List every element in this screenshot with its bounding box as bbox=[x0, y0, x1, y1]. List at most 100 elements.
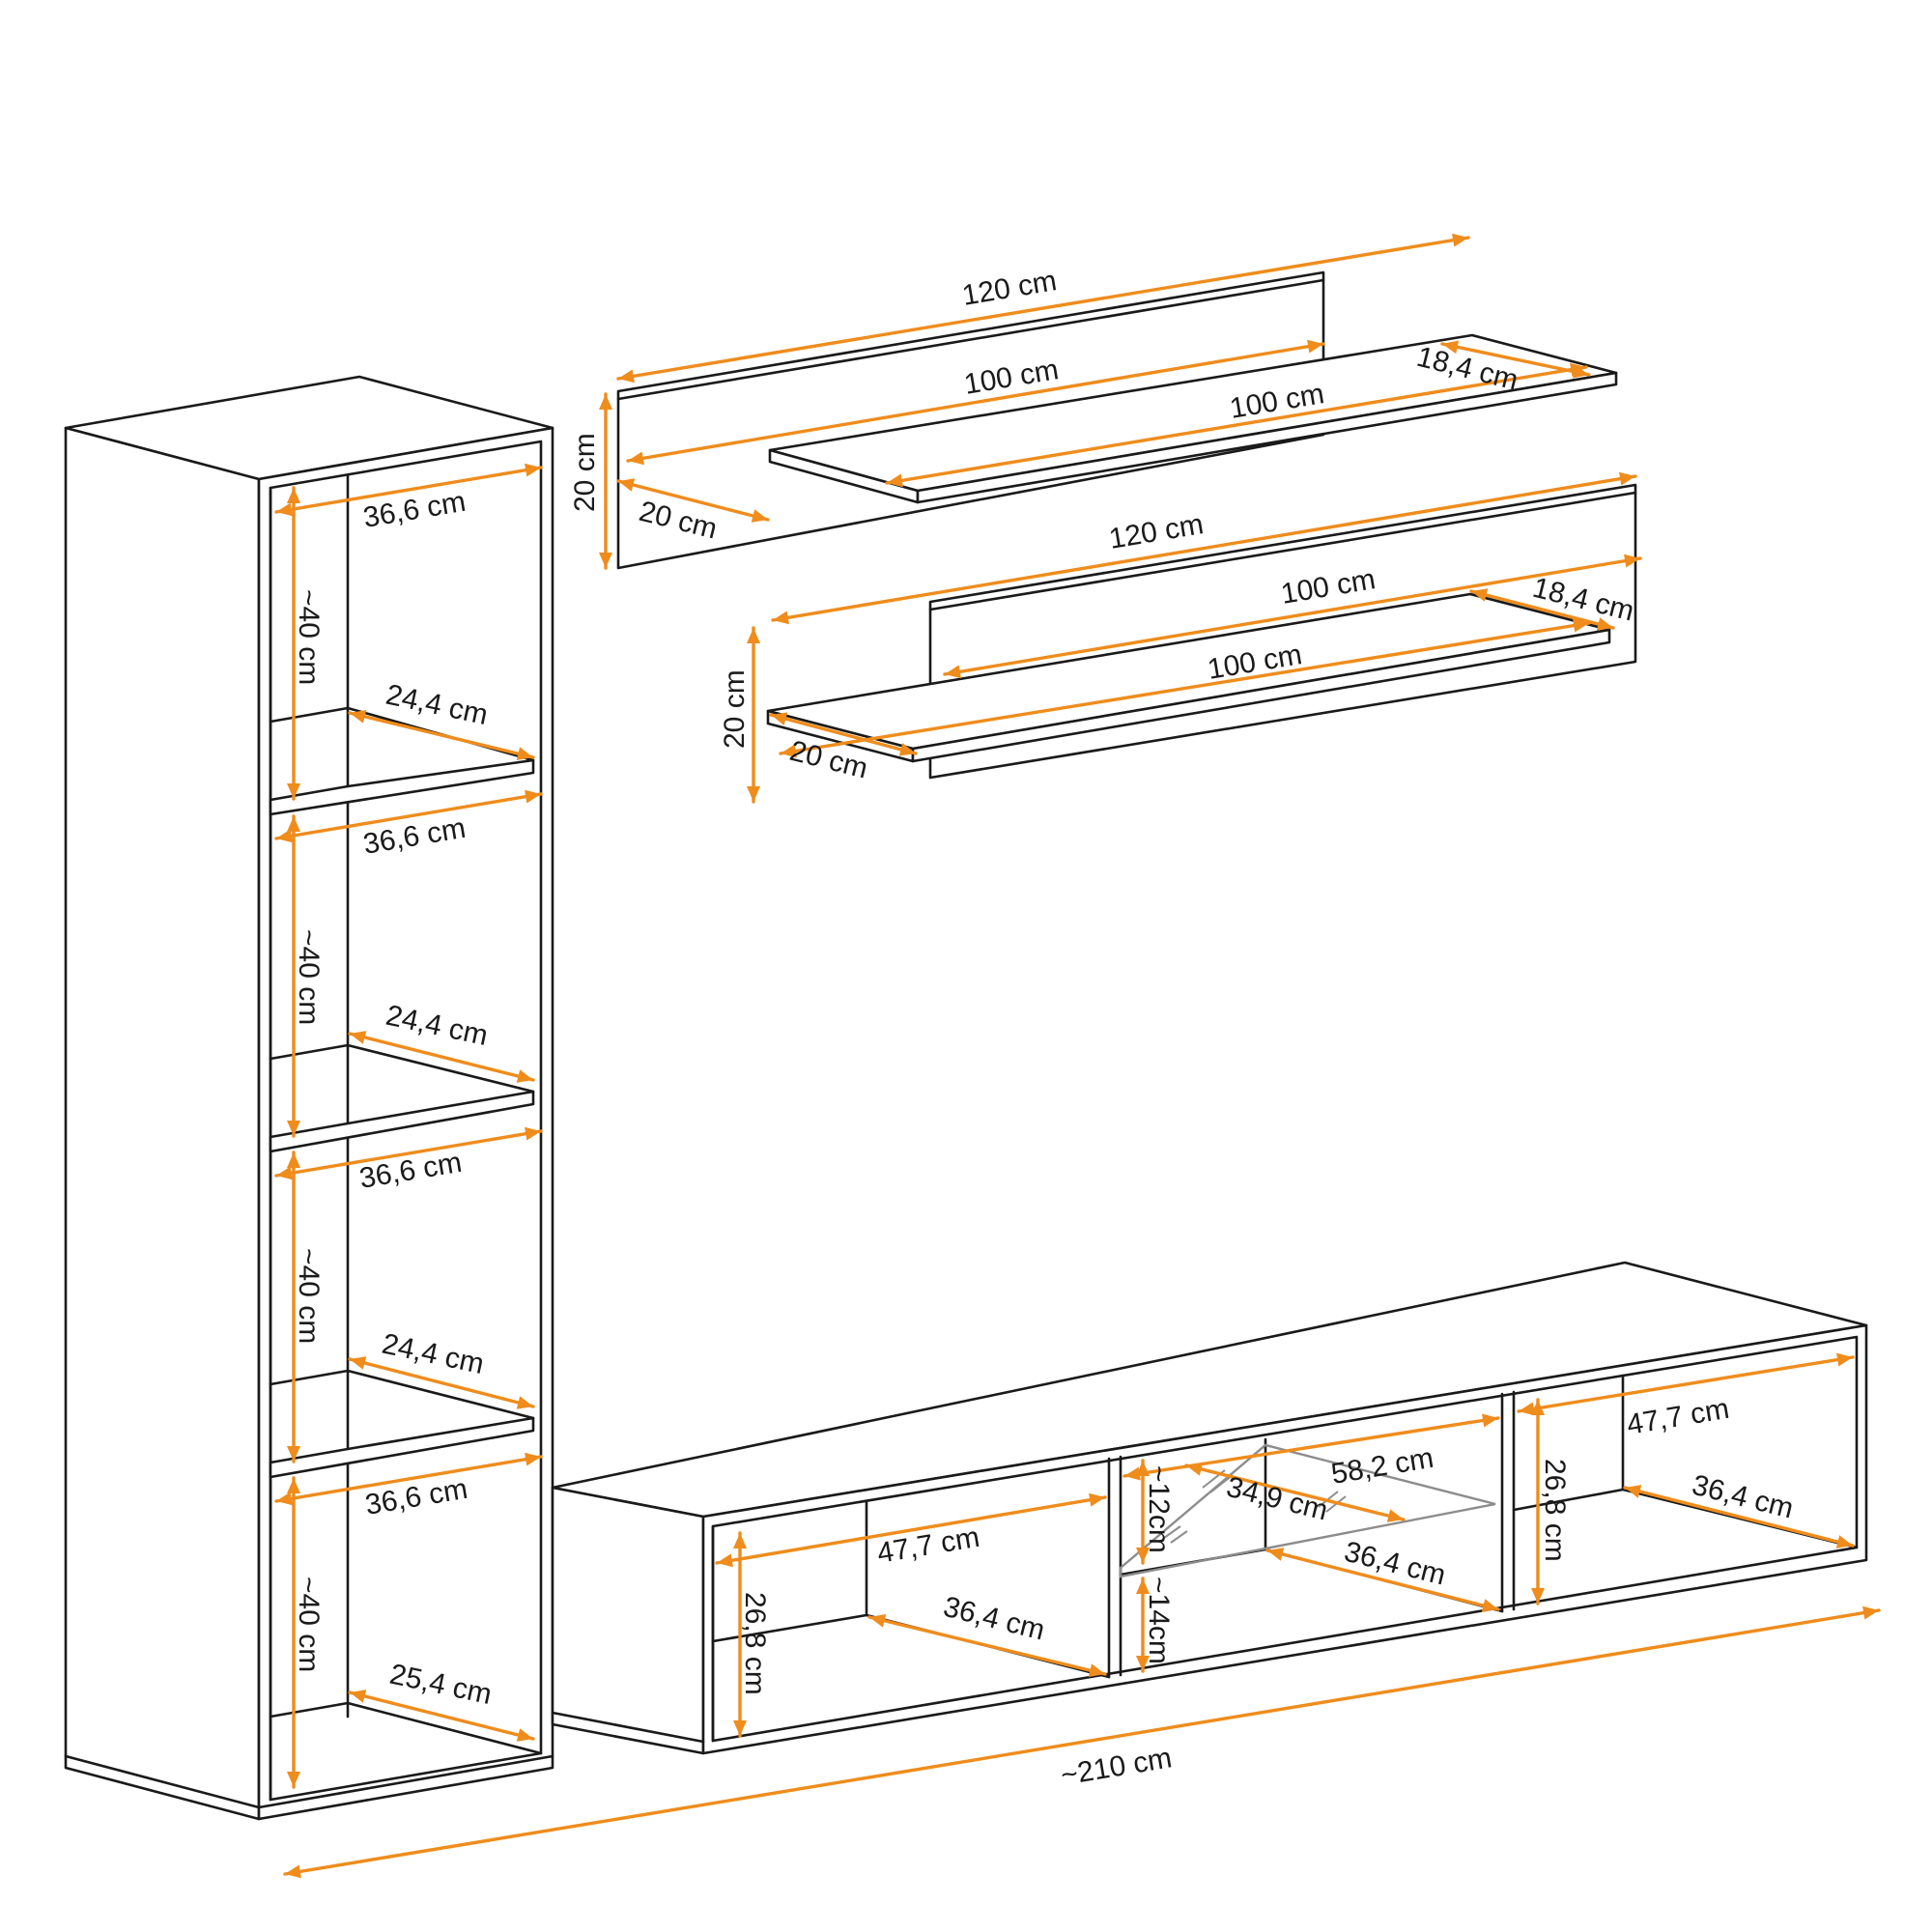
label-overall-width: ~210 cm bbox=[1059, 1742, 1175, 1792]
glass-hatch-2 bbox=[1209, 1474, 1234, 1493]
dim-bottom-shelf-board-100 bbox=[779, 621, 1591, 755]
dim-top-shelf-width-120 bbox=[616, 236, 1470, 381]
dim-tv-right-width-arrowhead-end bbox=[1836, 1352, 1853, 1367]
dim-tv-middle-lower-height-arrowhead-start bbox=[1136, 1578, 1150, 1594]
dim-bottom-shelf-depth-18 bbox=[1469, 589, 1615, 630]
tv-unit-left-side bbox=[551, 1486, 705, 1755]
tall-cabinet-shelf-2 bbox=[269, 1090, 535, 1153]
dim-overall-width-arrowhead-start bbox=[285, 1864, 301, 1879]
label-bottom-shelf-height: 20 cm bbox=[719, 669, 751, 749]
tall-cabinet-shelf-1 bbox=[269, 758, 535, 816]
dim-cabinet-height-4-arrowhead-start bbox=[287, 1478, 300, 1493]
dim-cabinet-width-1-arrowhead-start bbox=[276, 502, 293, 517]
dim-tv-right-depth-arrowhead-start bbox=[1625, 1485, 1642, 1498]
dim-cabinet-height-1-arrowhead-start bbox=[287, 488, 300, 503]
dim-bottom-shelf-width-120 bbox=[771, 474, 1637, 622]
dim-bottom-shelf-depth-20 bbox=[769, 713, 918, 755]
dim-cabinet-height-3-arrowhead-end bbox=[287, 1446, 300, 1462]
dim-top-shelf-depth-20-arrowhead-start bbox=[618, 478, 636, 492]
dim-tv-middle-depth bbox=[1265, 1548, 1500, 1611]
tall-cabinet-bottom-back bbox=[269, 1701, 350, 1719]
dim-top-shelf-depth-20 bbox=[616, 479, 770, 522]
tall-cabinet-bottom-depth bbox=[346, 1701, 543, 1755]
dim-bottom-shelf-depth-18-arrowhead-start bbox=[1471, 588, 1489, 602]
dim-top-shelf-board-100 bbox=[885, 365, 1588, 485]
dim-cabinet-height-3-arrowhead-start bbox=[287, 1152, 300, 1168]
dim-tv-middle-width-arrowhead-end bbox=[1482, 1413, 1498, 1428]
dim-tv-middle-upper-height-arrowhead-start bbox=[1136, 1461, 1150, 1476]
tv-unit-base-line bbox=[551, 1711, 705, 1744]
dim-tv-middle-glass-arrowhead-start bbox=[1186, 1463, 1204, 1476]
dim-top-shelf-width-120-arrowhead-end bbox=[1452, 233, 1468, 247]
dim-bottom-shelf-depth-20-arrowhead-start bbox=[771, 712, 788, 725]
dim-overall-width bbox=[283, 1608, 1881, 1876]
dim-tv-right-height-arrowhead-end bbox=[1531, 1588, 1545, 1604]
dim-cabinet-width-3 bbox=[274, 1129, 543, 1178]
dim-cabinet-height-2-arrowhead-start bbox=[287, 816, 300, 832]
dim-tv-left-width-arrowhead-start bbox=[717, 1553, 733, 1568]
tall-cabinet-shelf-3-depth bbox=[346, 1369, 535, 1420]
tall-cabinet-base bbox=[64, 1754, 261, 1809]
dim-cabinet-height-2-arrowhead-end bbox=[287, 1121, 300, 1136]
tall-cabinet-shelf-3 bbox=[269, 1416, 535, 1479]
dim-cabinet-depth-3 bbox=[348, 1357, 535, 1408]
label-cabinet-height-2: ~40 cm bbox=[293, 929, 325, 1025]
dim-top-shelf-depth-18-arrowhead-end bbox=[1572, 364, 1589, 379]
dim-bottom-shelf-width-120-arrowhead-end bbox=[1619, 471, 1635, 486]
dim-bottom-shelf-panel-100 bbox=[943, 556, 1642, 676]
label-bottom-shelf-width: 120 cm bbox=[1107, 508, 1206, 555]
dim-cabinet-width-2-arrowhead-end bbox=[525, 789, 541, 804]
dim-tv-middle-depth-arrowhead-start bbox=[1267, 1548, 1285, 1561]
wall-shelf-bottom-panel-edge bbox=[928, 491, 1637, 611]
dim-overall-width-arrowhead-end bbox=[1862, 1605, 1879, 1620]
dimension-arrows bbox=[274, 233, 1881, 1879]
dim-cabinet-height-1-arrowhead-end bbox=[287, 783, 300, 799]
dim-top-shelf-depth-18-arrowhead-start bbox=[1442, 340, 1460, 355]
dim-cabinet-height-4-arrowhead-end bbox=[287, 1772, 300, 1787]
dim-tv-left-depth bbox=[867, 1615, 1107, 1676]
dim-tv-middle-depth-arrowhead-end bbox=[1481, 1599, 1498, 1612]
wall-shelf-bottom-board-side bbox=[911, 628, 1611, 763]
dim-tv-middle-glass bbox=[1184, 1463, 1406, 1521]
dim-bottom-shelf-panel-100-arrowhead-end bbox=[1624, 554, 1640, 568]
dim-top-shelf-panel-100 bbox=[626, 342, 1325, 463]
wall-shelf-top-board-side bbox=[916, 371, 1618, 504]
dim-cabinet-width-1-arrowhead-end bbox=[525, 463, 541, 477]
label-cabinet-height-4: ~40 cm bbox=[293, 1577, 325, 1672]
dim-cabinet-depth-2-arrowhead-end bbox=[516, 1069, 533, 1083]
dim-cabinet-depth-3-arrowhead-end bbox=[516, 1396, 533, 1409]
dim-bottom-shelf-height-20-arrowhead-start bbox=[747, 628, 760, 643]
wall-shelf-bottom bbox=[766, 483, 1637, 780]
dim-cabinet-width-2-arrowhead-start bbox=[276, 829, 293, 843]
dim-bottom-shelf-board-100-arrowhead-start bbox=[781, 744, 797, 758]
dim-cabinet-depth-4 bbox=[348, 1690, 535, 1741]
label-tv-left-height: 26,8 cm bbox=[739, 1592, 771, 1695]
tall-cabinet bbox=[64, 375, 554, 1821]
tv-right-floor-back bbox=[1512, 1488, 1625, 1512]
dim-top-shelf-height-20-arrowhead-start bbox=[599, 394, 612, 410]
dim-top-shelf-depth-18 bbox=[1440, 342, 1591, 377]
dim-top-shelf-depth-20-arrowhead-end bbox=[751, 509, 768, 523]
dim-tv-right-depth bbox=[1623, 1486, 1855, 1548]
dim-tv-middle-glass-arrowhead-end bbox=[1386, 1509, 1404, 1522]
dim-bottom-shelf-depth-20-arrowhead-end bbox=[898, 743, 916, 756]
tall-cabinet-left-side bbox=[64, 426, 261, 1821]
dim-cabinet-depth-1-arrowhead-start bbox=[350, 709, 367, 724]
dim-top-shelf-board-100-arrowhead-start bbox=[887, 473, 903, 488]
tall-cabinet-shelf-2-back bbox=[269, 1043, 350, 1061]
dim-top-shelf-panel-100-arrowhead-end bbox=[1307, 339, 1323, 354]
dim-cabinet-width-4-arrowhead-end bbox=[525, 1452, 541, 1466]
dim-tv-middle-lower-height-arrowhead-end bbox=[1136, 1656, 1150, 1671]
label-cabinet-height-3: ~40 cm bbox=[293, 1248, 325, 1344]
dim-tv-left-width-arrowhead-end bbox=[1089, 1492, 1105, 1507]
glass-hatch-5 bbox=[1163, 1525, 1181, 1539]
label-tv-middle-lower-height: ~14cm bbox=[1143, 1577, 1175, 1664]
dim-top-shelf-height-20-arrowhead-end bbox=[599, 553, 612, 568]
dim-tv-right-width bbox=[1517, 1355, 1855, 1413]
dim-bottom-shelf-panel-100-arrowhead-start bbox=[945, 665, 961, 679]
label-cabinet-height-1: ~40 cm bbox=[293, 589, 325, 685]
wall-shelf-top bbox=[616, 270, 1618, 570]
tall-cabinet-base-front bbox=[257, 1754, 554, 1809]
dim-cabinet-depth-1 bbox=[348, 711, 535, 759]
